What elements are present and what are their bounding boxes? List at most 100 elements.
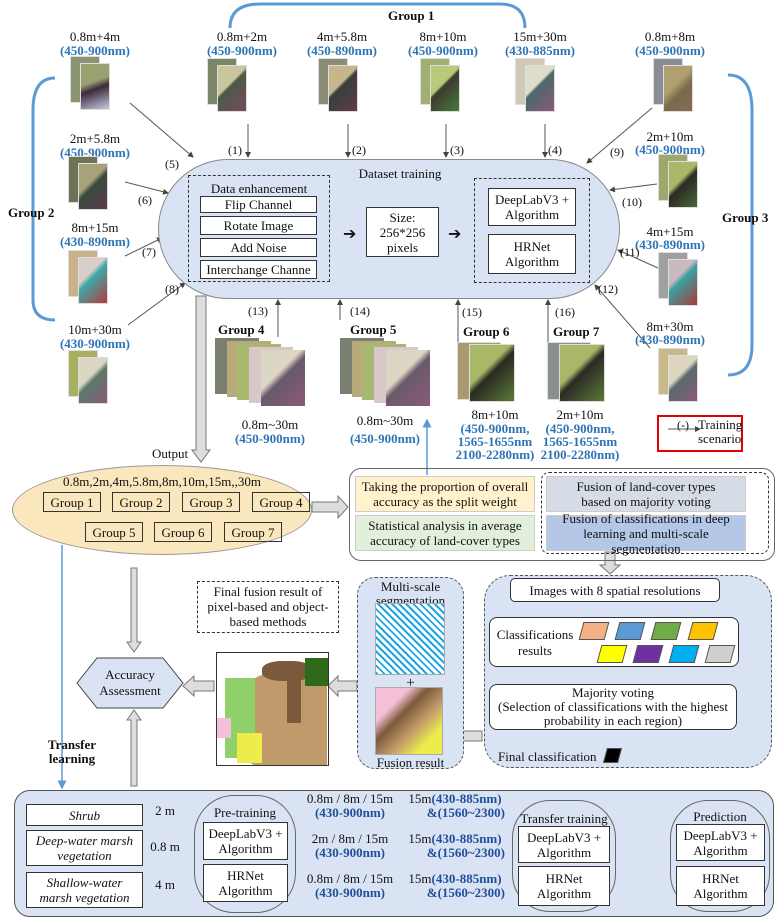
group6-band-2: 1565-1655nm (457, 434, 533, 449)
image-group2-1 (70, 56, 110, 111)
tt-res-2-band: (430-885nm) (431, 831, 502, 846)
class-swatch-6 (632, 645, 664, 663)
group3-item-3-res: 4m+15m (646, 224, 694, 239)
statistical-analysis-box: Statistical analysis in average accuracy… (355, 515, 535, 551)
tt-band2-2: &(1560~2300) (426, 845, 505, 860)
fusion-result-caption: Fusion result (376, 755, 445, 770)
voting-panel (484, 575, 772, 768)
image-group1-3 (420, 58, 460, 113)
group1-item-1-band: (450-900nm) (206, 43, 278, 58)
group6-band-3: 2100-2280nm) (455, 447, 535, 462)
group7-res: 2m+10m (556, 407, 604, 422)
group2-item-2-res: 2m+5.8m (69, 131, 121, 146)
step-2-label: (2) (352, 143, 366, 157)
output-group-7: Group 7 (224, 522, 282, 542)
fusion-voting-line-2: based on majority voting (581, 494, 711, 509)
majority-line-1: Majority voting (572, 685, 654, 700)
tt-res-3-band: (430-885nm) (431, 871, 502, 886)
image-group3-2 (658, 154, 698, 209)
images-8-resolutions-box: Images with 8 spatial resolutions (510, 578, 720, 602)
pre-training-title: Pre-training (213, 805, 277, 820)
tt-band2-1: &(1560~2300) (426, 805, 505, 820)
group2-item-4-band: (430-900nm) (59, 336, 131, 351)
step-12-label: (12) (598, 282, 618, 296)
output-group-5: Group 5 (85, 522, 143, 542)
output-label: Output (152, 446, 189, 461)
group3-item-4-band: (430-890nm) (634, 332, 706, 347)
step-10-label: (10) (622, 195, 642, 209)
output-group-3: Group 3 (182, 492, 240, 512)
classifications-label-1: Classifications (496, 627, 574, 642)
step-6-label: (6) (138, 193, 152, 207)
pre-hrnet-2: Algorithm (218, 883, 273, 898)
output-group-4: Group 4 (252, 492, 310, 512)
final-fusion-note-1: Final fusion result of (213, 584, 323, 599)
group5-title: Group 5 (350, 322, 397, 337)
weight-panel (349, 468, 775, 561)
group7-band-1: (450-900nm, (545, 421, 615, 436)
group7-title: Group 7 (553, 324, 600, 339)
size-line-1: Size: (389, 209, 416, 225)
class-swatch-3 (650, 622, 682, 640)
multiscale-title-1: Multi-scale (380, 579, 441, 594)
step-15-label: (15) (462, 305, 482, 319)
class-shallow-water-1: Shallow-water (46, 875, 123, 890)
group1-item-4-res: 15m+30m (513, 29, 567, 44)
tt-res-2: 15m(430-885nm) (405, 832, 505, 846)
group4-res: 0.8m~30m (241, 417, 299, 432)
majority-voting-box (489, 684, 737, 730)
tt-band2-3: &(1560~2300) (426, 885, 505, 900)
majority-line-2: (Selection of classifications with the h… (498, 699, 728, 714)
pre-band-1: (430-900nm) (314, 805, 386, 820)
image-group2-4 (68, 350, 108, 405)
pre-deeplabv3-2: Algorithm (218, 841, 273, 856)
legend-label-1: Training (698, 417, 743, 432)
group1-item-3-res: 8m+10m (419, 29, 467, 44)
data-enhancement-title: Data enhancement (210, 181, 308, 196)
arrow-right-icon: ➔ (448, 226, 462, 243)
step-3-label: (3) (450, 143, 464, 157)
tt-res-1: 15m(430-885nm) (405, 792, 505, 806)
group6-band-1: (450-900nm, (460, 421, 530, 436)
group1-item-2-band: (450-890nm) (306, 43, 378, 58)
tt-res-2-res: 15m (408, 831, 432, 846)
pre-band-3: (430-900nm) (314, 885, 386, 900)
class-swatch-4 (687, 622, 719, 640)
pre-hrnet-box: HRNet Algorithm (203, 864, 288, 902)
transfer-label-2: learning (48, 751, 96, 766)
step-16-label: (16) (555, 305, 575, 319)
group7-band-3: 2100-2280nm) (540, 447, 620, 462)
step-1-label: (1) (228, 143, 242, 157)
deeplabv3-line-1: DeepLabV3 + (494, 192, 570, 207)
group4-title: Group 4 (218, 322, 265, 337)
group1-item-3-band: (450-900nm) (407, 43, 479, 58)
image-group7 (547, 342, 605, 402)
pre-res-3: 0.8m / 8m / 15m (306, 871, 394, 886)
deeplabv3-box: DeepLabV3 + Algorithm (488, 188, 576, 226)
pred-hrnet-2: Algorithm (693, 886, 748, 901)
step-14-label: (14) (350, 304, 370, 318)
algorithm-group (474, 178, 590, 283)
output-resolutions: 0.8m,2m,4m,5.8m,8m,10m,15m,,30m (63, 474, 261, 489)
fusion-dl-line-2: learning and multi-scale segmentation (583, 525, 709, 556)
group3-item-4-res: 8m+30m (646, 319, 694, 334)
pred-deeplabv3-box: DeepLabV3 + Algorithm (676, 824, 765, 861)
class-swatch-7 (668, 645, 700, 663)
group3-title: Group 3 (722, 210, 769, 225)
hrnet-box: HRNet Algorithm (488, 234, 576, 274)
tt-res-3: 15m(430-885nm) (405, 872, 505, 886)
image-group5-stack (340, 338, 440, 410)
group6-title: Group 6 (463, 324, 510, 339)
split-weight-box: Taking the proportion of overall accurac… (355, 476, 535, 512)
step-11-label: (11) (620, 245, 640, 259)
group3-item-3-band: (430-890nm) (634, 237, 706, 252)
image-group3-4 (658, 348, 698, 403)
image-group6 (457, 342, 515, 402)
group2-item-3-res: 8m+15m (71, 220, 119, 235)
group2-item-4-res: 10m+30m (68, 322, 122, 337)
statistical-line-2: accuracy of land-cover types (370, 533, 520, 548)
transfer-training-title: Transfer training (520, 811, 608, 826)
image-group4-stack (215, 338, 315, 410)
pre-hrnet-1: HRNet (227, 868, 264, 883)
enhancement-interchange-channel: Interchange Channe (200, 260, 317, 279)
